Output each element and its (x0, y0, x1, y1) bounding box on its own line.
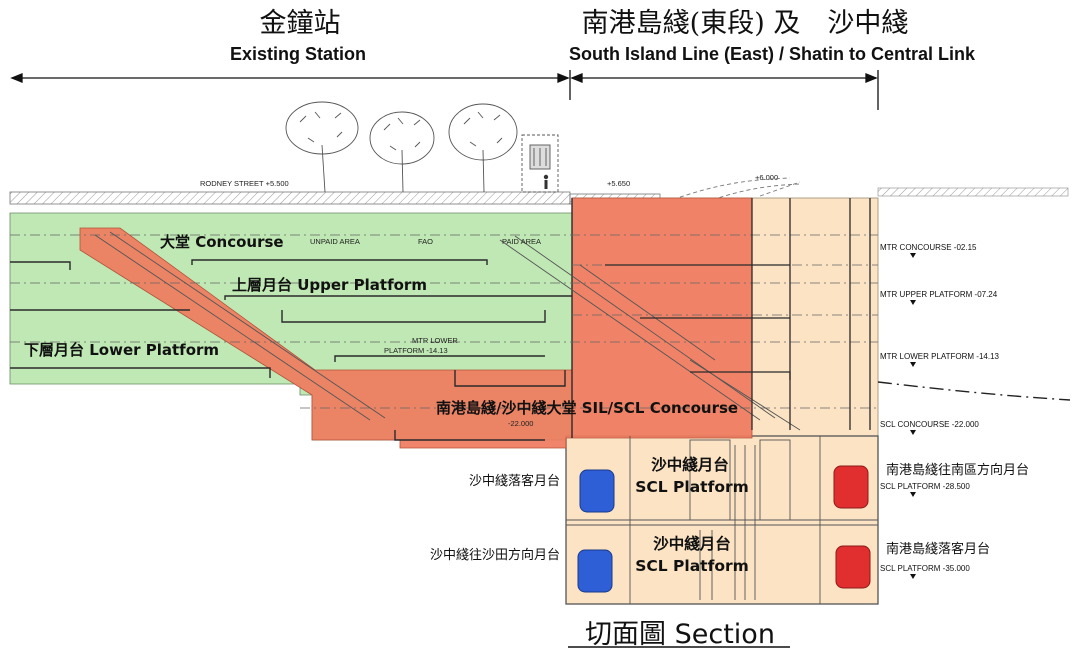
escalator-lines (94, 231, 801, 431)
scl-alighting-label: 沙中綫落客月台 (469, 473, 560, 489)
tree-icon (369, 111, 435, 193)
level-mtr-lower: MTR LOWER PLATFORM -14.13 (880, 352, 1000, 361)
section-title: 切面圖 Section (585, 619, 775, 650)
scl-platform-upper-zh: 沙中綫月台 (651, 455, 729, 474)
sil-to-south-label: 南港島綫往南區方向月台 (886, 462, 1029, 478)
sil-scl-concourse-band (79, 197, 753, 449)
dashed-ramps (659, 177, 801, 213)
scl-platform-lower-en: SCL Platform (635, 557, 749, 575)
existing-station-title-en: Existing Station (230, 44, 366, 64)
ground-surface (9, 187, 1069, 205)
train-blue-lower (577, 549, 613, 593)
mtr-lower-label-1: MTR LOWER (412, 336, 458, 345)
station-entrance-kiosk (521, 134, 559, 193)
train-blue-upper (579, 469, 615, 513)
mtr-lower-label-2: PLATFORM -14.13 (384, 346, 448, 355)
fao-label: FAO (418, 237, 433, 246)
level-scl-concourse: SCL CONCOURSE -22.000 (880, 420, 979, 429)
upper-platform-label: 上層月台 Upper Platform (232, 276, 427, 294)
tree-icon (285, 101, 359, 193)
train-red-lower (835, 545, 871, 589)
sil-concourse-level: -22.000 (508, 419, 533, 428)
dimension-arrows (10, 70, 879, 110)
unpaid-area-label: UNPAID AREA (310, 237, 360, 246)
train-red-upper (833, 465, 869, 509)
rock-line (877, 381, 1071, 401)
new-block-slabs (605, 198, 871, 430)
concourse-label: 大堂 Concourse (160, 233, 284, 251)
rodney-street-level: RODNEY STREET +5.500 (200, 179, 289, 188)
street-level-b: +6.000 (755, 173, 778, 182)
existing-station-title-zh: 金鐘站 (260, 8, 341, 39)
sil-alighting-label: 南港島綫落客月台 (886, 541, 990, 557)
dashed-guides (10, 234, 878, 409)
scl-platform-internals (566, 436, 878, 604)
sil-scl-concourse-label: 南港島綫/沙中綫大堂 SIL/SCL Concourse (436, 399, 738, 417)
level-mtr-concourse: MTR CONCOURSE -02.15 (880, 243, 977, 252)
level-mtr-upper: MTR UPPER PLATFORM -07.24 (880, 290, 998, 299)
lower-platform-label: 下層月台 Lower Platform (24, 341, 219, 359)
new-lines-title-zh: 南港島綫(東段) 及 沙中綫 (582, 8, 909, 39)
level-scl-platform-1: SCL PLATFORM -28.500 (880, 482, 970, 491)
person-icon (543, 174, 549, 189)
paid-area-label: PAID AREA (502, 237, 541, 246)
scl-platform-lower-zh: 沙中綫月台 (653, 534, 731, 553)
scl-to-shatin-label: 沙中綫往沙田方向月台 (430, 547, 560, 563)
level-scl-platform-2: SCL PLATFORM -35.000 (880, 564, 970, 573)
scl-platform-upper-en: SCL Platform (635, 478, 749, 496)
new-lines-title-en: South Island Line (East) / Shatin to Cen… (569, 44, 976, 64)
tree-icon (448, 103, 518, 193)
level-markers (910, 253, 916, 579)
street-level-a: +5.650 (607, 179, 630, 188)
floor-slabs (10, 198, 573, 441)
